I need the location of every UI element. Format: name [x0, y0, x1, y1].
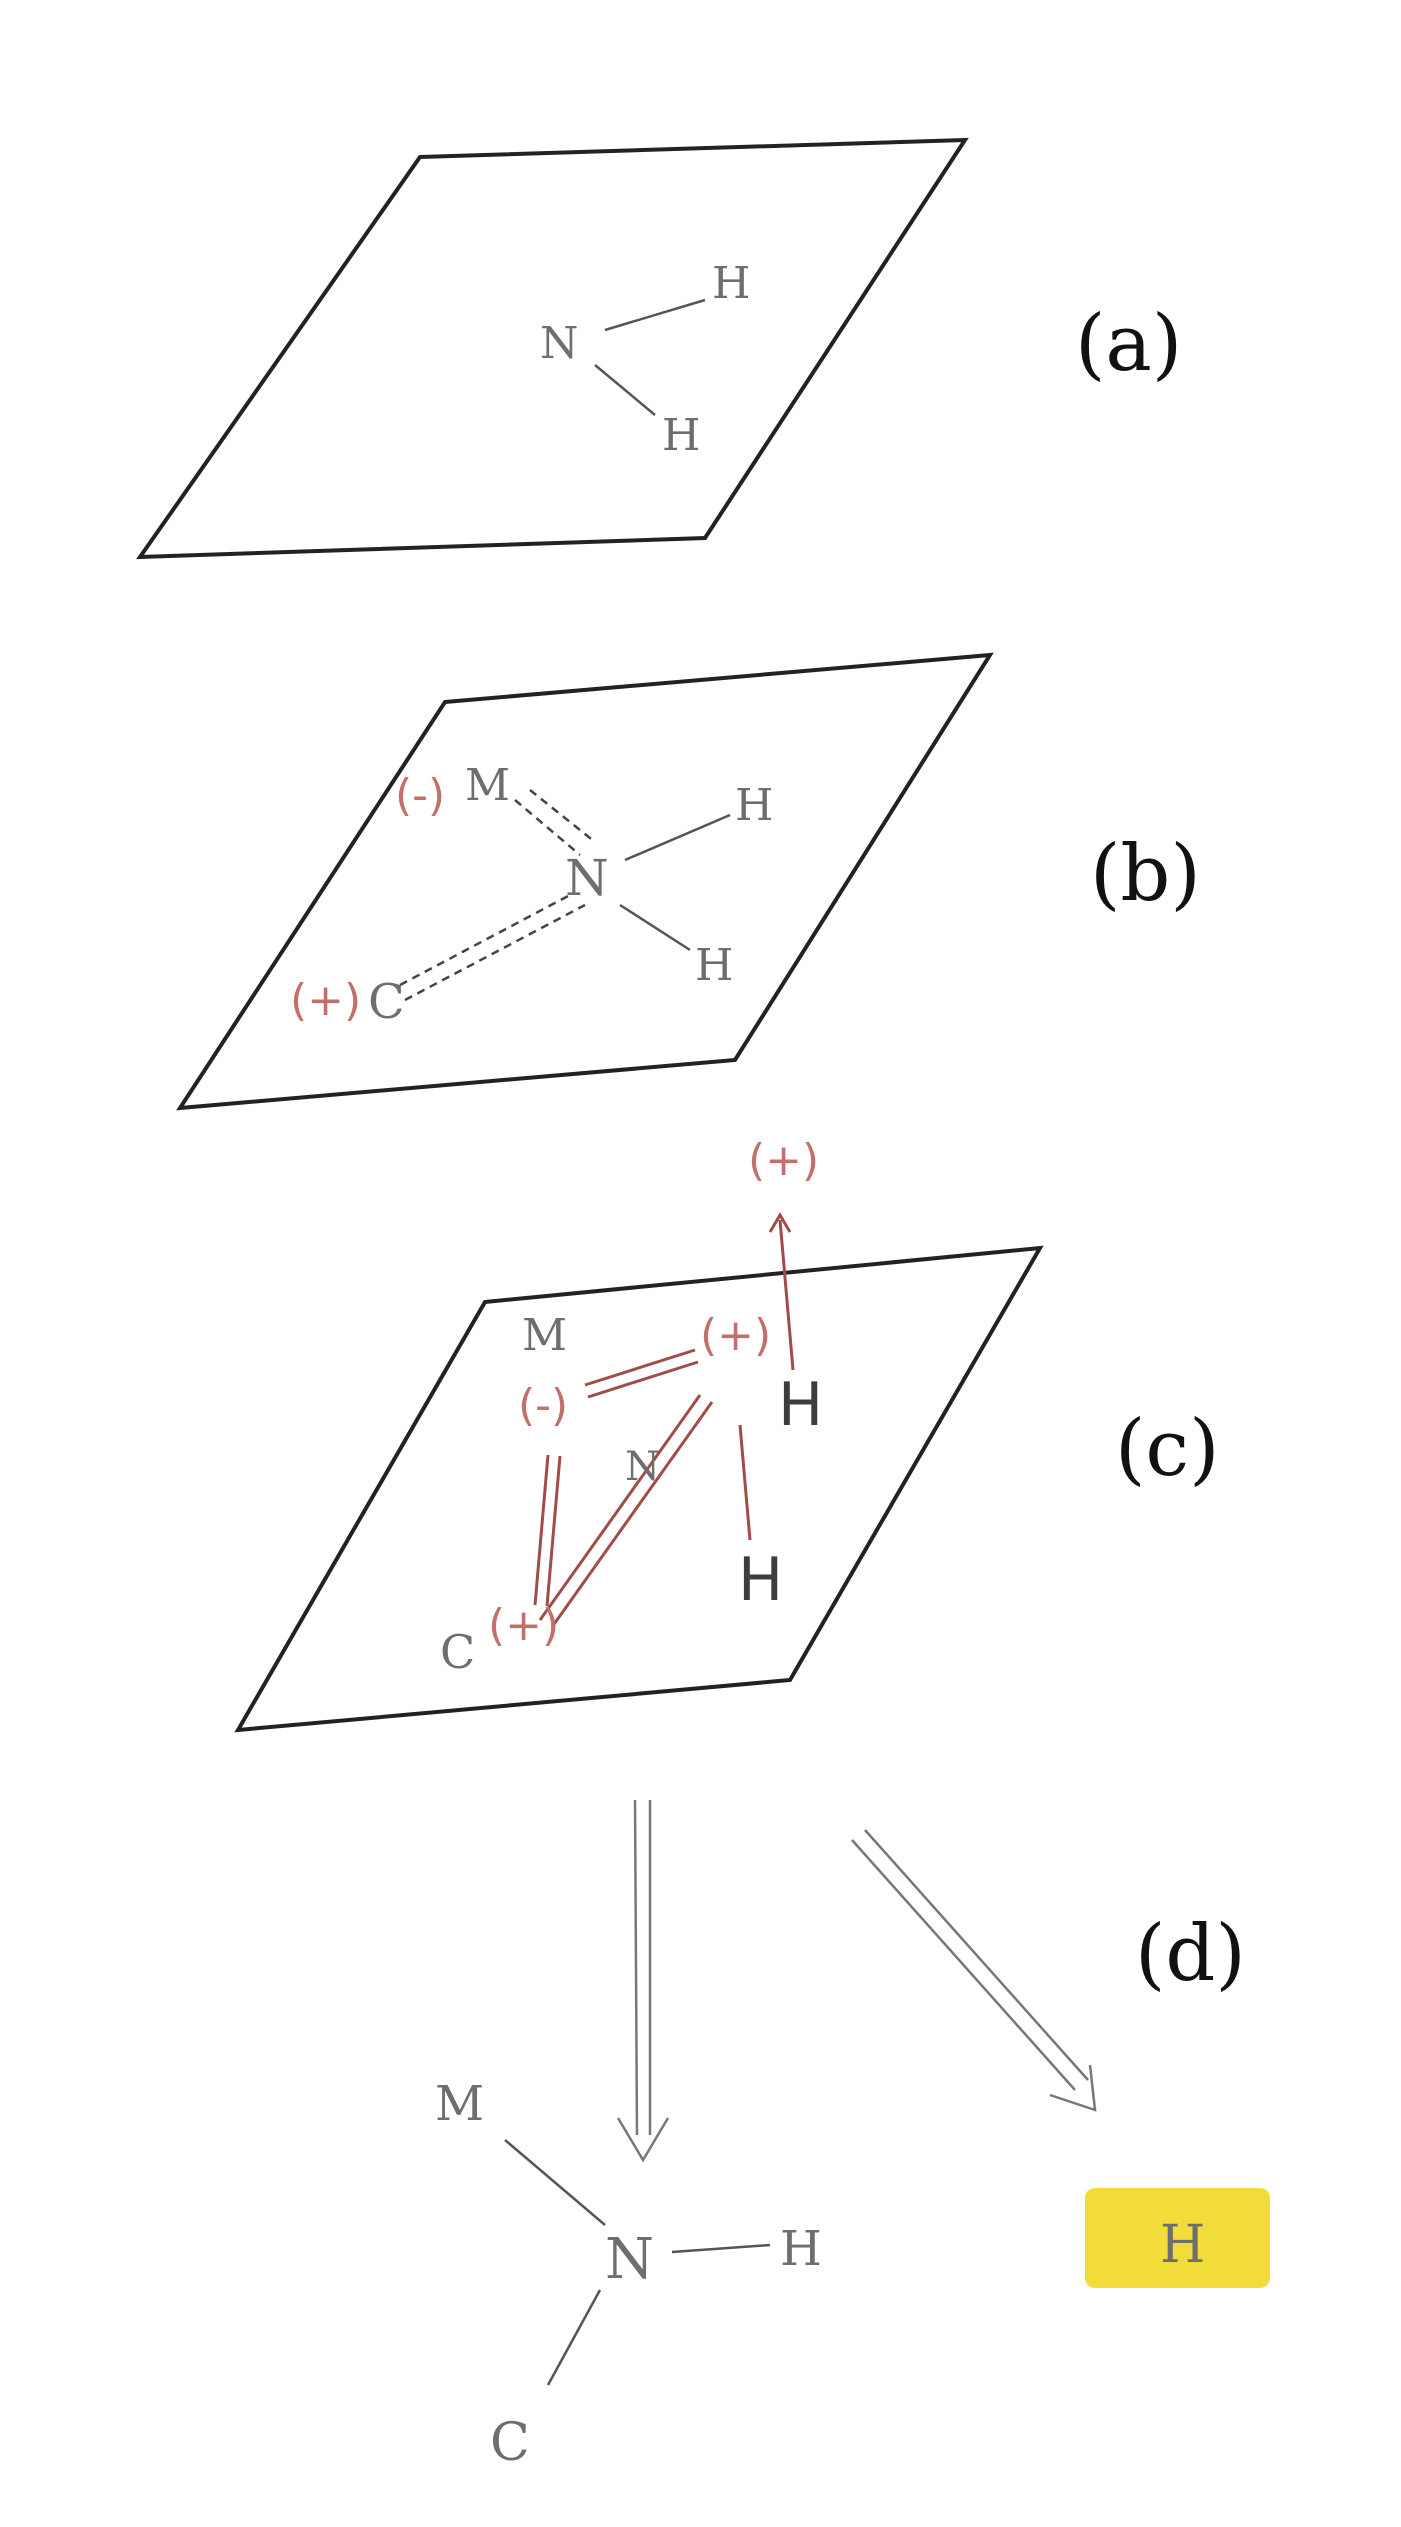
- charge-c-b: (+): [290, 975, 361, 1026]
- bond-c-n-b-2: [404, 903, 586, 1002]
- bond-m-n-b-2: [529, 789, 596, 843]
- atom-h1-c: H: [778, 1370, 823, 1440]
- atom-n-c: N: [625, 1444, 660, 1490]
- atom-n-b: N: [565, 849, 609, 907]
- atom-h-d: H: [780, 2221, 822, 2277]
- arrow-diag-shaft-1: [851, 1839, 1076, 2091]
- arrow-diag-shaft-2: [864, 1829, 1089, 2081]
- plane-c: [234, 1245, 1044, 1733]
- bond-n-h2-a: [594, 364, 656, 416]
- arrow-h-release-head: [768, 1212, 792, 1233]
- atom-c-b: C: [368, 974, 405, 1030]
- bond-m-c-c-1: [533, 1454, 550, 1606]
- panel-label-d: (d): [1135, 1909, 1246, 1999]
- atom-m-d: M: [435, 2076, 484, 2132]
- panel-a: N H H (a): [136, 137, 1182, 560]
- bond-c-n-b: [399, 893, 571, 987]
- atom-m-b: M: [465, 760, 510, 811]
- arrow-down-head: [616, 2117, 670, 2163]
- bond-n-h2-b: [619, 903, 691, 952]
- arrow-h-release-shaft: [778, 1219, 795, 1371]
- panel-b: (-) M N H H (+) C (b): [176, 652, 1201, 1111]
- atom-h1-b: H: [735, 780, 773, 831]
- arrow-diag-head: [1049, 2064, 1097, 2112]
- plane-a: [136, 137, 969, 560]
- bond-n-c-c-2: [550, 1401, 714, 1628]
- panel-d: M N H C H (d): [435, 1799, 1270, 2473]
- bond-m-n-c-2: [587, 1360, 699, 1399]
- atom-n-a: N: [540, 318, 579, 369]
- bond-m-n-d: [504, 2139, 606, 2226]
- panel-c: (+) M (-) (+) N H H C (+) (c): [234, 1135, 1220, 1733]
- bond-n-h1-b: [624, 813, 731, 862]
- atom-free-h-d: H: [1160, 2215, 1205, 2275]
- atom-c-d: C: [490, 2413, 530, 2473]
- charge-m-b: (-): [395, 770, 445, 821]
- bond-m-n-b: [514, 799, 581, 856]
- atom-c-c: C: [440, 1625, 475, 1679]
- plane-b: [176, 652, 994, 1111]
- atom-h2-a: H: [662, 410, 700, 461]
- atom-m-c: M: [522, 1310, 567, 1361]
- bond-n-h1-a: [604, 298, 706, 332]
- bond-m-n-c-1: [584, 1348, 696, 1387]
- charge-released-h-c: (+): [748, 1135, 819, 1186]
- atom-n-d: N: [605, 2227, 654, 2292]
- bond-n-h-d: [671, 2243, 771, 2254]
- panel-label-b: (b): [1090, 829, 1201, 919]
- bond-n-h2-c: [738, 1424, 752, 1541]
- arrow-down-shaft-1: [633, 1799, 639, 2136]
- atom-h1-a: H: [712, 258, 750, 309]
- panel-label-c: (c): [1115, 1404, 1220, 1494]
- bond-n-c-c-1: [538, 1394, 702, 1621]
- bond-n-c-d: [546, 2289, 602, 2386]
- panel-label-a: (a): [1075, 299, 1182, 389]
- free-h-highlight: [1085, 2188, 1270, 2288]
- bond-m-c-c-2: [545, 1455, 562, 1607]
- charge-c-c: (+): [488, 1600, 559, 1651]
- charge-n-c: (+): [700, 1310, 771, 1361]
- charge-m-c: (-): [518, 1380, 568, 1431]
- atom-h2-c: H: [738, 1545, 783, 1615]
- atom-h2-b: H: [695, 940, 733, 991]
